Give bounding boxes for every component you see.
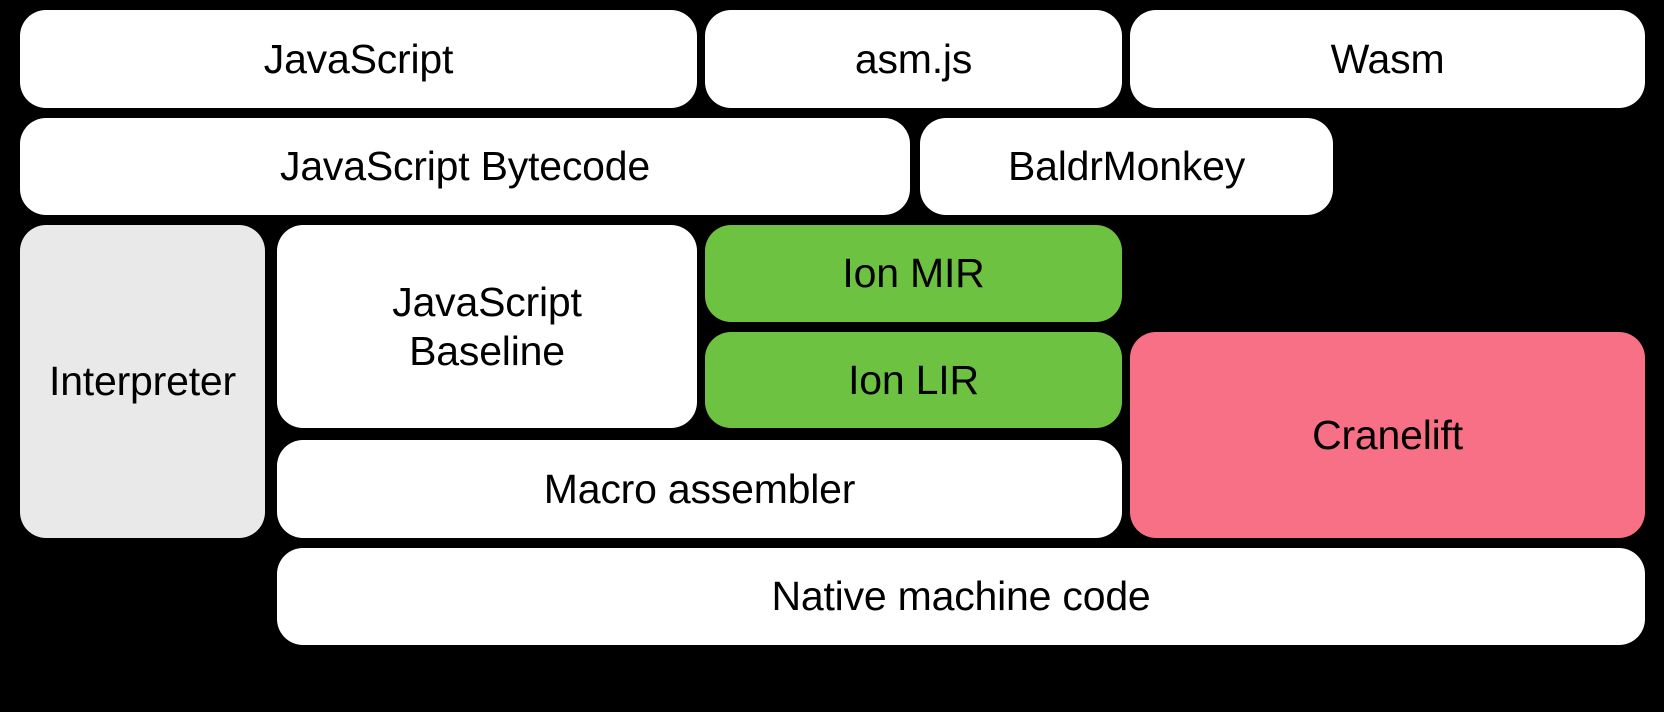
node-ion-mir: Ion MIR [705, 225, 1122, 322]
node-javascript: JavaScript [20, 10, 697, 108]
node-macro-assembler: Macro assembler [277, 440, 1122, 538]
node-asmjs: asm.js [705, 10, 1122, 108]
node-javascript-bytecode: JavaScript Bytecode [20, 118, 910, 215]
node-native-machine-code: Native machine code [277, 548, 1645, 645]
node-ion-lir: Ion LIR [705, 332, 1122, 428]
node-baldrmonkey: BaldrMonkey [920, 118, 1333, 215]
node-interpreter: Interpreter [20, 225, 265, 538]
node-wasm: Wasm [1130, 10, 1645, 108]
node-javascript-baseline: JavaScript Baseline [277, 225, 697, 428]
node-cranelift: Cranelift [1130, 332, 1645, 538]
